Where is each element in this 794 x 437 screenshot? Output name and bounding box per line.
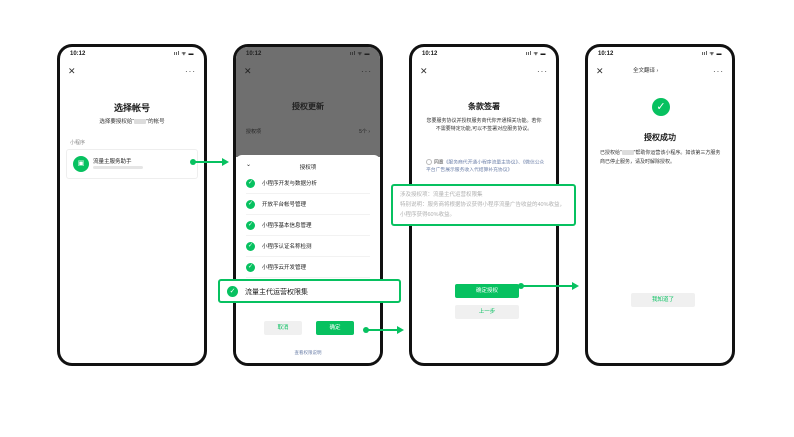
nav-bar: ✕ ··· [236, 63, 380, 79]
arrow-start-dot [190, 159, 196, 165]
nav-bar: ✕ ··· [60, 63, 204, 79]
check-icon: ✓ [246, 241, 255, 251]
status-time: 10:12 [422, 51, 438, 57]
miniprogram-avatar-icon: ▣ [73, 156, 89, 172]
status-time: 10:12 [246, 51, 262, 57]
highlight-scope-text: 涉及授权项：流量主代运营权限集 [400, 192, 483, 198]
arrow-line [195, 161, 223, 163]
confirm-button[interactable]: 确定 [316, 321, 354, 335]
close-icon[interactable]: ✕ [596, 65, 604, 76]
status-bar: 10:12 ııl ᯤ ▬ [60, 47, 204, 61]
dimmed-background: 10:12 ııl ᯤ ▬ ✕ ··· 授权更新 授权项 5个 › [236, 47, 380, 157]
arrow-start-dot [518, 283, 524, 289]
agreement-checkbox[interactable]: 同意《服务商代开通小程序流量主协议》、《微信公众平台广告展示服务收入代结算补充协… [426, 159, 545, 174]
translate-link[interactable]: 全文翻译 › [633, 68, 659, 74]
confirm-authorize-button[interactable]: 确定授权 [455, 284, 519, 298]
arrow-line [368, 329, 398, 331]
signal-icon: ııl ᯤ ▬ [525, 51, 546, 57]
arrow-head-icon [572, 282, 579, 290]
phone-authorization-update: 10:12 ııl ᯤ ▬ ✕ ··· 授权更新 授权项 5个 › ⌄ 授权项 … [233, 44, 383, 366]
page-title: 选择帐号 [113, 103, 150, 113]
sheet-title: 授权项 [299, 165, 317, 171]
success-check-icon: ✓ [652, 98, 670, 116]
section-label: 小程序 [70, 140, 86, 146]
more-icon[interactable]: ··· [185, 66, 196, 76]
highlight-callout: ✓流量主代运营权限集 [218, 279, 401, 303]
check-icon: ✓ [246, 199, 255, 209]
highlight-item: ✓流量主代运营权限集 [227, 286, 308, 297]
highlight-note-text: 特别说明：服务商将根据协议获得小程序流量广告收益的40%收益，小程序获得60%收… [400, 202, 566, 218]
close-icon[interactable]: ✕ [420, 65, 428, 76]
permission-item: ✓小程序云开发管理 [246, 257, 370, 278]
signal-icon: ııl ᯤ ▬ [701, 51, 722, 57]
nav-bar: ✕ ··· [588, 63, 732, 79]
status-bar: 10:12 ııl ᯤ ▬ [236, 47, 380, 61]
page-title: 授权成功 [644, 133, 676, 142]
masked-name [134, 119, 147, 125]
account-name: 流量主服务助手 [93, 159, 132, 165]
phone-authorization-success: 10:12 ııl ᯤ ▬ ✕ ··· 全文翻译 › ✓ 授权成功 已授权给“”… [585, 44, 735, 366]
check-icon: ✓ [227, 286, 238, 297]
close-icon[interactable]: ✕ [68, 65, 76, 76]
permission-item: ✓小程序认证名称检测 [246, 236, 370, 257]
signal-icon: ııl ᯤ ▬ [173, 51, 194, 57]
permission-item: ✓小程序基本信息管理 [246, 215, 370, 236]
status-bar: 10:12 ııl ᯤ ▬ [588, 47, 732, 61]
agreement-link[interactable]: 《服务商代开通小程序流量主协议》、《微信公众平台广告展示服务收入代结算补充协议》 [426, 160, 545, 174]
permission-sheet: ⌄ 授权项 ✓小程序开发与数据分析 ✓开放平台帐号管理 ✓小程序基本信息管理 ✓… [236, 155, 380, 363]
status-bar: 10:12 ııl ᯤ ▬ [412, 47, 556, 61]
arrow-start-dot [363, 327, 369, 333]
success-description: 已授权给“”帮助你运营该小程序。如该第三方服务商已停止服务，请及时解除授权。 [600, 150, 721, 165]
page-title: 条款签署 [468, 102, 500, 111]
scope-label: 授权项 [246, 129, 262, 135]
arrow-line [523, 285, 573, 287]
more-icon[interactable]: ··· [537, 66, 548, 76]
permission-explanation-link[interactable]: 查看权限说明 [294, 350, 322, 355]
radio-icon[interactable] [426, 159, 432, 165]
scope-count[interactable]: 5个 › [359, 129, 370, 135]
terms-highlight-callout: 涉及授权项：流量主代运营权限集 特别说明：服务商将根据协议获得小程序流量广告收益… [391, 184, 576, 226]
check-icon: ✓ [246, 220, 255, 230]
terms-description: 您要服务协议并授权服务商代你开通相关功能。若你不需要特定功能,可以不签署对应服务… [426, 118, 542, 132]
signal-icon: ııl ᯤ ▬ [349, 51, 370, 57]
permission-item: ✓小程序开发与数据分析 [246, 173, 370, 194]
chevron-down-icon[interactable]: ⌄ [246, 162, 252, 168]
permission-item: ✓开放平台帐号管理 [246, 194, 370, 215]
arrow-head-icon [222, 158, 229, 166]
more-icon[interactable]: ··· [713, 66, 724, 76]
nav-bar: ✕ ··· [412, 63, 556, 79]
page-subtitle: 选择要授权给“”的帐号 [99, 119, 165, 125]
status-time: 10:12 [598, 51, 614, 57]
got-it-button[interactable]: 我知道了 [631, 293, 695, 307]
more-icon[interactable]: ··· [361, 66, 372, 76]
check-icon: ✓ [246, 178, 255, 188]
check-icon: ✓ [246, 262, 255, 272]
close-icon[interactable]: ✕ [244, 65, 252, 76]
arrow-head-icon [397, 326, 404, 334]
previous-step-button[interactable]: 上一步 [455, 305, 519, 319]
account-id-placeholder [93, 166, 143, 169]
cancel-button[interactable]: 取消 [264, 321, 302, 335]
masked-name [621, 150, 634, 156]
status-time: 10:12 [70, 51, 86, 57]
page-title: 授权更新 [292, 102, 324, 111]
phone-select-account: 10:12 ııl ᯤ ▬ ✕ ··· 选择帐号 选择要授权给“”的帐号 小程序… [57, 44, 207, 366]
account-card[interactable]: ▣ 流量主服务助手 [66, 149, 198, 179]
